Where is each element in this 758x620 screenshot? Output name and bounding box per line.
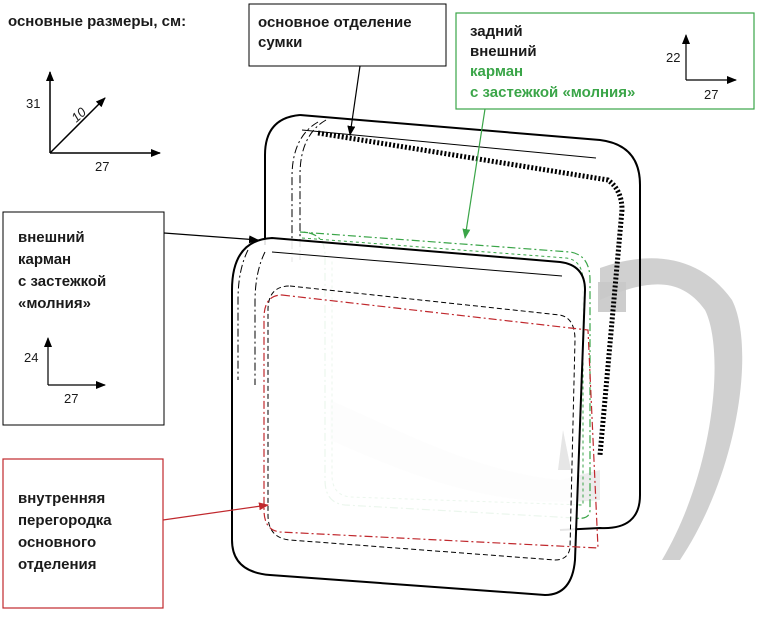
front-pocket-label-line1: внешний — [18, 229, 85, 246]
front-pocket-label-line3: с застежкой — [18, 273, 106, 290]
front-pocket-label-line4: «молния» — [18, 295, 91, 312]
partition-label-line3: основного — [18, 534, 96, 551]
front-pocket-width-value: 27 — [64, 391, 78, 406]
depth-axis — [49, 97, 106, 154]
back-pocket-label-line2: внешний — [470, 43, 537, 60]
back-pocket-label-line1: задний — [470, 23, 523, 40]
partition-label-line4: отделения — [18, 556, 97, 573]
back-pocket-label-line3: карман — [470, 63, 523, 80]
main-compartment-callout: основное отделение сумки — [248, 3, 447, 136]
partition-callout: внутренняя перегородка основного отделен… — [2, 458, 269, 609]
front-pocket-height-value: 24 — [24, 350, 38, 365]
partition-label-line2: перегородка — [18, 512, 112, 529]
front-pocket — [231, 236, 599, 597]
main-width-value: 27 — [95, 159, 109, 174]
back-pocket-height-value: 22 — [666, 50, 680, 65]
main-dimensions: основные размеры, см: 31 10 27 — [8, 13, 186, 174]
partition-label-line1: внутренняя — [18, 490, 105, 507]
main-depth-value: 10 — [68, 104, 89, 125]
main-compartment-label-line1: основное отделение — [258, 14, 412, 31]
main-compartment-label-line2: сумки — [258, 34, 302, 51]
back-pocket-width-value: 27 — [704, 87, 718, 102]
back-pocket-callout: задний внешний карман с застежкой «молни… — [455, 12, 755, 239]
main-height-value: 31 — [26, 96, 40, 111]
front-pocket-callout: внешний карман с застежкой «молния» 24 2… — [2, 211, 259, 426]
front-pocket-label-line2: карман — [18, 251, 71, 268]
back-pocket-label-line4: с застежкой «молния» — [470, 84, 635, 101]
dimensions-title: основные размеры, см: — [8, 13, 186, 30]
